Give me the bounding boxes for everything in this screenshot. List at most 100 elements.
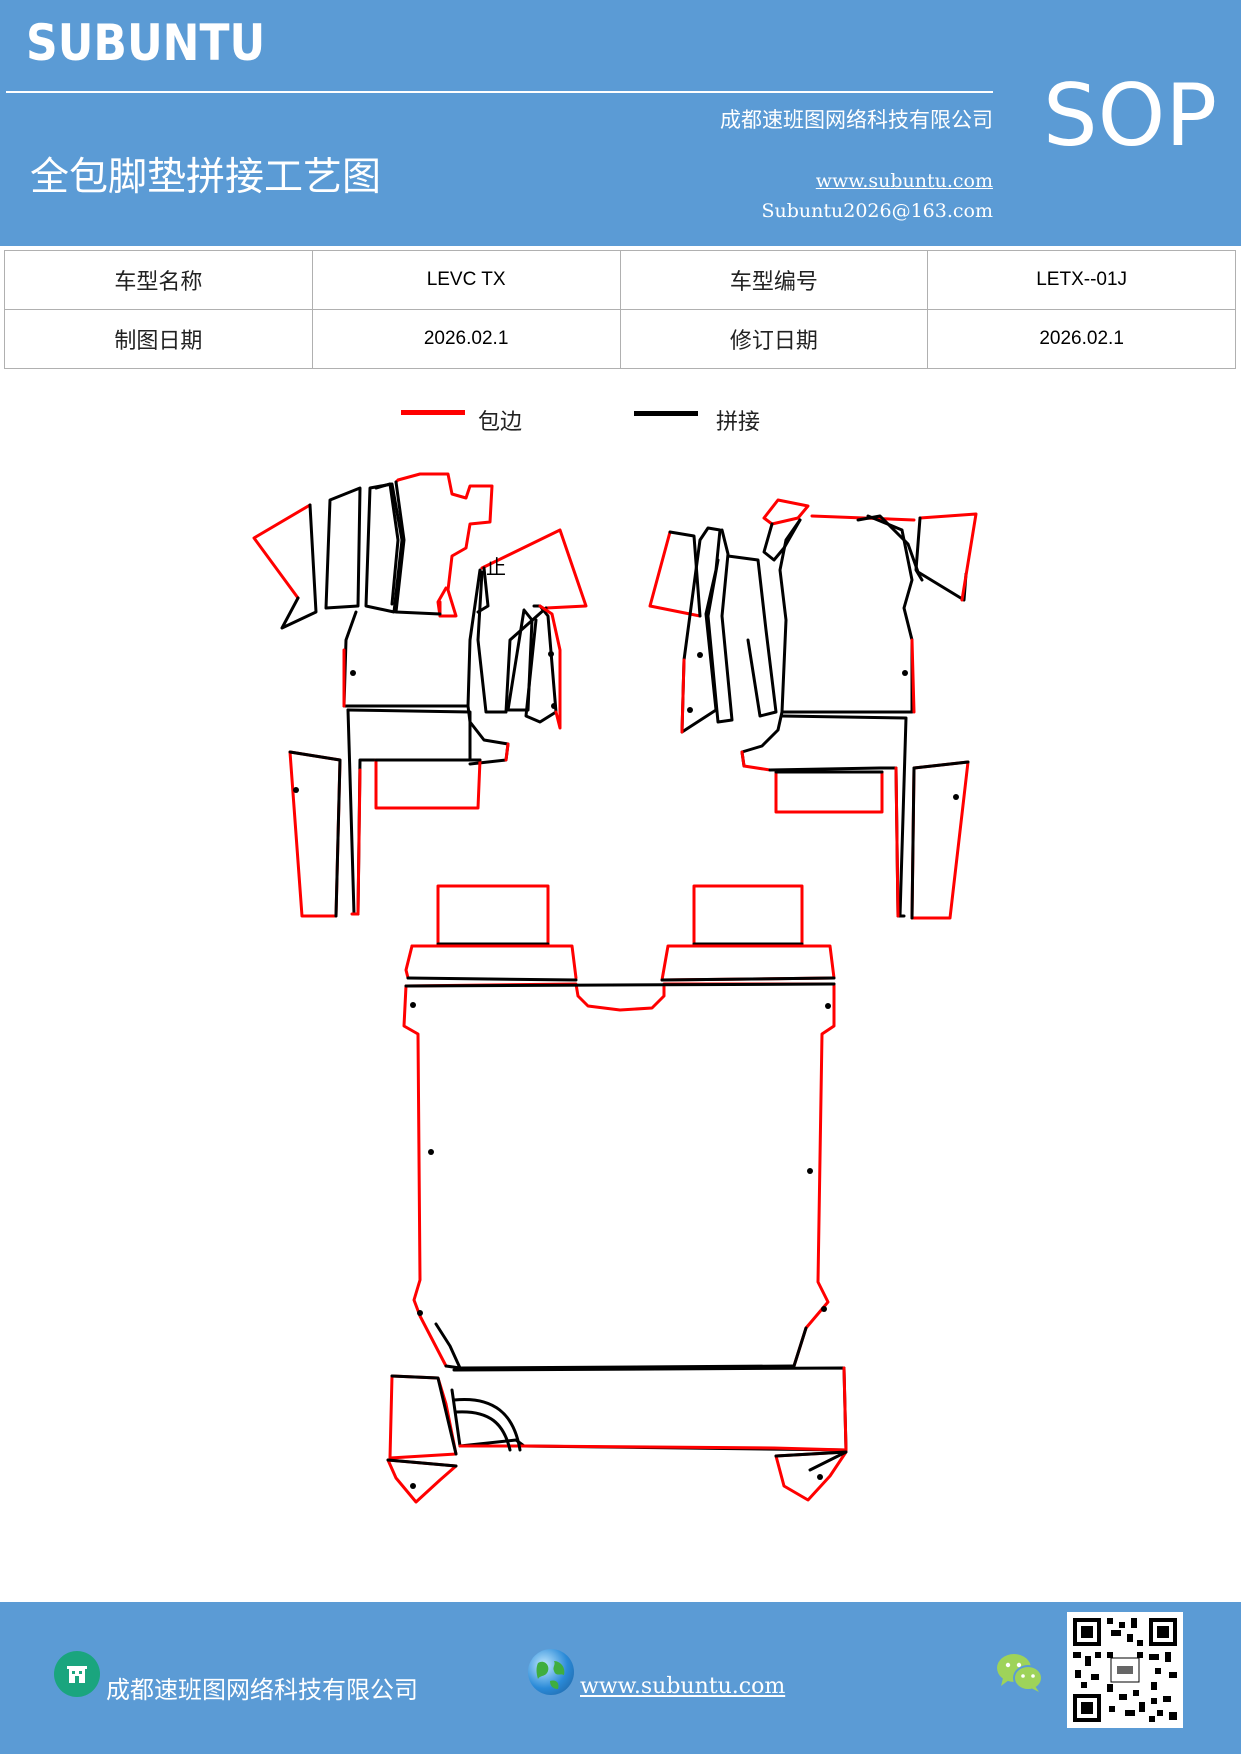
- header-divider: [6, 91, 993, 93]
- mat-piece: [346, 708, 356, 916]
- fixing-hole: [410, 1483, 416, 1489]
- mat-piece: [726, 554, 778, 718]
- mat-piece: [350, 768, 362, 916]
- mat-piece: [480, 528, 588, 610]
- mat-piece: [394, 472, 494, 618]
- mat-piece: [450, 1366, 848, 1452]
- front-left-mat-group: [252, 472, 588, 918]
- fixing-hole: [821, 1306, 827, 1312]
- mat-piece: [476, 566, 490, 614]
- model-name-label: 车型名称: [4, 250, 313, 310]
- mat-piece: [404, 944, 414, 980]
- mat-piece: [476, 570, 548, 714]
- mat-piece: [374, 758, 482, 810]
- mat-piece: [692, 884, 804, 946]
- mat-piece: [648, 530, 702, 618]
- document-title: 全包脚垫拼接工艺图: [30, 155, 382, 200]
- wechat-icon[interactable]: [995, 1650, 1045, 1696]
- qr-code-pattern: [1067, 1612, 1183, 1728]
- mat-piece: [910, 638, 916, 714]
- fixing-hole: [687, 707, 693, 713]
- fixing-hole: [825, 1003, 831, 1009]
- mat-piece: [452, 1397, 522, 1452]
- mat-piece: [660, 976, 836, 982]
- globe-icon: [528, 1649, 574, 1695]
- legend-swatch-seam: [634, 411, 698, 416]
- revision-date-value: 2026.02.1: [927, 309, 1236, 369]
- mat-piece: [856, 514, 968, 602]
- mat-piece: [842, 1366, 848, 1452]
- model-code-value: LETX--01J: [927, 250, 1236, 310]
- mat-piece: [778, 514, 914, 714]
- fixing-hole: [410, 1002, 416, 1008]
- legend-swatch-edging: [401, 410, 465, 415]
- mat-piece: [436, 586, 448, 618]
- mat-piece: [768, 766, 906, 918]
- fixing-hole: [902, 670, 908, 676]
- revision-date-label: 修订日期: [619, 309, 929, 369]
- mat-piece: [918, 512, 978, 602]
- fixing-hole: [551, 703, 557, 709]
- mat-piece: [780, 714, 908, 918]
- fixing-hole: [548, 651, 554, 657]
- brand-logo: SUBUNTU: [26, 14, 266, 72]
- mat-piece: [660, 944, 836, 982]
- mat-piece: [894, 766, 900, 918]
- rear-mat-group: [386, 884, 848, 1504]
- mat-piece: [680, 526, 722, 734]
- legend-label-edging: 包边: [478, 410, 523, 435]
- mat-piece: [342, 568, 482, 708]
- fixing-hole: [350, 670, 356, 676]
- mat-piece: [762, 518, 802, 562]
- mat-piece: [706, 528, 734, 724]
- header-banner: SUBUNTU 成都速班图网络科技有限公司 全包脚垫拼接工艺图 SOP www.…: [0, 0, 1241, 246]
- mat-piece: [680, 658, 686, 734]
- mat-piece: [538, 604, 562, 730]
- footer-website-link[interactable]: www.subuntu.com: [580, 1674, 786, 1699]
- mat-piece: [740, 750, 772, 772]
- fixing-hole: [697, 652, 703, 658]
- drawing-date-value: 2026.02.1: [311, 309, 621, 369]
- mat-piece: [504, 742, 510, 762]
- header-company: 成都速班图网络科技有限公司: [720, 108, 993, 132]
- vehicle-info-table: 车型名称 LEVC TX 车型编号 LETX--01J 制图日期 2026.02…: [4, 250, 1236, 369]
- mat-piece: [404, 982, 836, 1012]
- mat-piece: [910, 760, 970, 920]
- front-right-mat-group: [648, 498, 978, 920]
- mat-piece: [774, 770, 884, 814]
- mat-piece: [914, 516, 924, 582]
- header-website-link[interactable]: www.subuntu.com: [815, 170, 993, 192]
- mat-piece: [454, 1410, 512, 1452]
- table-row: 车型名称 LEVC TX 车型编号 LETX--01J: [4, 250, 1236, 310]
- mat-piece: [740, 710, 784, 768]
- model-name-value: LEVC TX: [311, 250, 621, 310]
- mat-piece: [436, 884, 550, 946]
- mat-piece: [466, 704, 510, 766]
- qr-code: [1067, 1612, 1183, 1728]
- sop-label: SOP: [1043, 66, 1218, 166]
- mat-piece: [406, 976, 578, 982]
- table-row: 制图日期 2026.02.1 修订日期 2026.02.1: [4, 309, 1236, 369]
- mat-piece: [792, 982, 836, 1368]
- mat-piece: [374, 482, 400, 606]
- stop-mark: 止: [486, 555, 506, 579]
- mat-piece: [288, 750, 342, 918]
- mat-piece: [668, 530, 702, 618]
- mat-piece: [910, 760, 970, 920]
- mat-piece: [434, 1322, 808, 1370]
- mat-piece: [402, 984, 448, 1368]
- building-icon: [54, 1651, 100, 1697]
- mat-piece: [280, 503, 318, 630]
- mat-piece: [288, 750, 342, 918]
- mat-piece: [762, 498, 810, 526]
- mat-piece: [346, 708, 472, 916]
- mat-piece: [774, 1450, 848, 1502]
- mat-piece: [458, 1444, 848, 1452]
- drawing-date-label: 制图日期: [4, 309, 313, 369]
- footer-company: 成都速班图网络科技有限公司: [106, 1676, 418, 1704]
- mat-piece: [774, 1450, 848, 1472]
- fixing-hole: [817, 1474, 823, 1480]
- mat-piece: [386, 1458, 458, 1468]
- fixing-hole: [953, 794, 959, 800]
